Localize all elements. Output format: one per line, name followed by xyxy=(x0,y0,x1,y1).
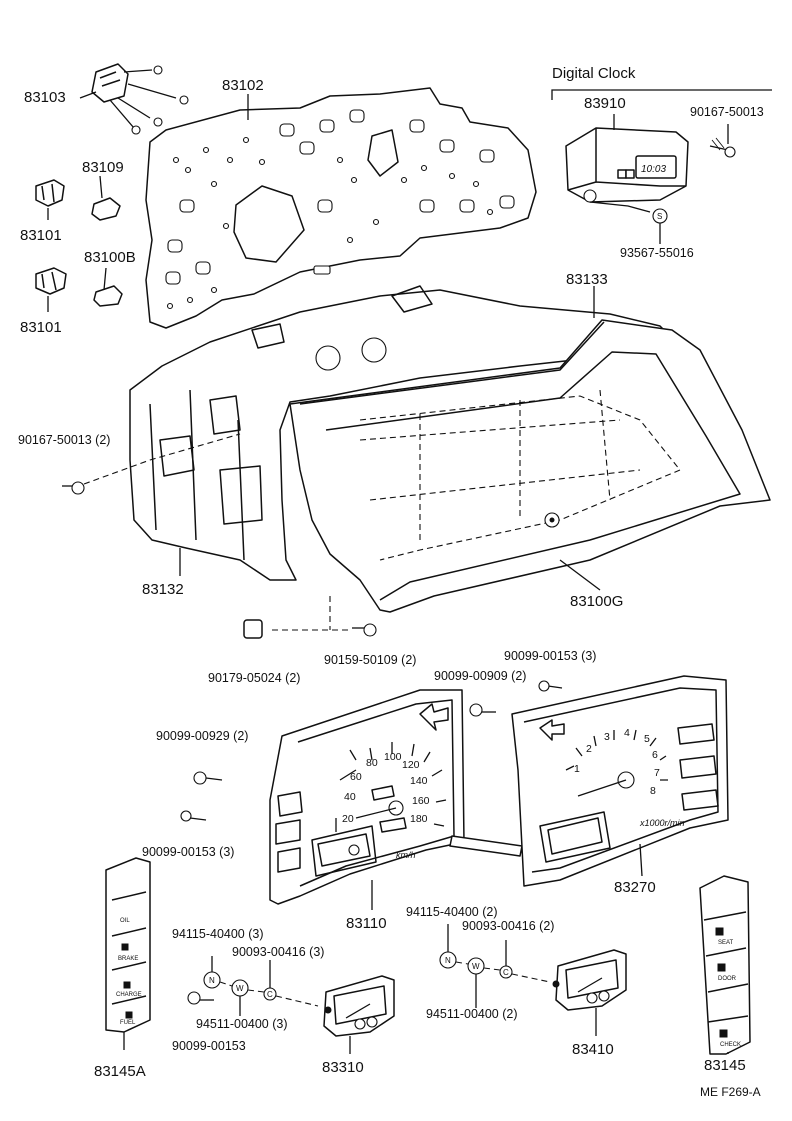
inline-marks: 10:03 S N W C N W C xyxy=(209,164,666,999)
tacho-scale-2: 2 xyxy=(586,743,592,755)
fuel-gauge-drawing xyxy=(323,975,395,1037)
socket-bulb-drawings xyxy=(35,179,123,307)
label-83110: 83110 xyxy=(346,915,387,932)
washer-letter-c-left: C xyxy=(267,990,273,999)
speedo-scale-60: 60 xyxy=(350,771,362,783)
left-screw-drawing xyxy=(62,433,241,495)
digital-clock-heading: Digital Clock xyxy=(552,65,636,82)
speedo-unit: km/h xyxy=(396,850,416,860)
label-83310: 83310 xyxy=(322,1059,364,1076)
tachometer-drawing xyxy=(511,675,729,887)
speedo-scale-140: 140 xyxy=(410,775,428,787)
speedo-scale-180: 180 xyxy=(410,813,428,825)
printed-circuit-drawing xyxy=(145,87,537,329)
label-90159-50109: 90159-50109 (2) xyxy=(324,653,416,667)
left-warning-plate-drawing xyxy=(105,857,151,1033)
label-83145: 83145 xyxy=(704,1057,746,1074)
meter-case-drawing xyxy=(129,285,771,613)
label-83100B: 83100B xyxy=(84,249,136,266)
label-90099-00153-top: 90099-00153 (3) xyxy=(504,649,596,663)
label-90167-50013-left: 90167-50013 (2) xyxy=(18,433,110,447)
label-94511-00400-right: 94511-00400 (2) xyxy=(426,1007,518,1021)
washer-letter-w-left: W xyxy=(236,984,244,993)
speedo-scale-160: 160 xyxy=(412,795,430,807)
right-warning-plate-drawing xyxy=(699,875,751,1055)
warning-left-charge: CHARGE xyxy=(116,992,142,998)
left-washer-set xyxy=(203,956,319,1016)
warning-left-fuel: FUEL xyxy=(120,1020,136,1026)
label-90099-00929: 90099-00929 (2) xyxy=(156,729,248,743)
label-90099-00153-mid: 90099-00153 (3) xyxy=(142,845,234,859)
washer-letter-n-right: N xyxy=(445,956,451,965)
washer-letter-w-right: W xyxy=(472,962,480,971)
label-90099-00153-bottom: 90099-00153 xyxy=(172,1039,246,1053)
label-83133: 83133 xyxy=(566,271,608,288)
speedometer-drawing xyxy=(269,689,523,905)
tacho-scale-1: 1 xyxy=(574,763,580,775)
label-83102: 83102 xyxy=(222,77,264,94)
label-83101-top: 83101 xyxy=(20,227,62,244)
speedo-scale-40: 40 xyxy=(344,791,356,803)
speedo-scale-120: 120 xyxy=(402,759,420,771)
speedo-scale-100: 100 xyxy=(384,751,402,763)
temp-gauge-drawing xyxy=(552,949,627,1011)
tacho-scale-4: 4 xyxy=(624,727,630,739)
label-83910: 83910 xyxy=(584,95,626,112)
warning-left-brake: BRAKE xyxy=(118,956,138,962)
label-90093-00416-left: 90093-00416 (3) xyxy=(232,945,324,959)
label-83103: 83103 xyxy=(24,89,66,106)
label-83270: 83270 xyxy=(614,879,656,896)
digital-clock-drawing xyxy=(551,89,772,244)
speedo-scale-80: 80 xyxy=(366,757,378,769)
clock-display-text: 10:03 xyxy=(641,164,666,175)
label-90099-00909: 90099-00909 (2) xyxy=(434,669,526,683)
tacho-scale-6: 6 xyxy=(652,749,658,761)
socket-harness-drawing xyxy=(91,63,189,135)
part-labels: 83103 83102 83109 83101 83100B 83101 Dig… xyxy=(18,65,764,1099)
warning-plate-labels: OIL BRAKE CHARGE FUEL SEAT DOOR CHECK xyxy=(116,918,741,1048)
label-93567-55016: 93567-55016 xyxy=(620,246,694,260)
warning-right-door: DOOR xyxy=(718,976,737,982)
label-83109: 83109 xyxy=(82,159,124,176)
right-washer-set xyxy=(439,924,551,1008)
warning-right-seat: SEAT xyxy=(718,940,734,946)
label-83101-bottom: 83101 xyxy=(20,319,62,336)
label-94115-40400-left: 94115-40400 (3) xyxy=(172,927,264,941)
speedometer-scale: 20 40 60 80 100 120 140 160 180 km/h xyxy=(342,751,430,860)
label-83410: 83410 xyxy=(572,1041,614,1058)
label-90093-00416-right: 90093-00416 (2) xyxy=(462,919,554,933)
label-90179-05024: 90179-05024 (2) xyxy=(208,671,300,685)
clip-and-screw-drawing xyxy=(243,596,377,639)
washer-letter-s: S xyxy=(657,212,662,221)
tacho-scale-3: 3 xyxy=(604,731,610,743)
tacho-scale-8: 8 xyxy=(650,785,656,797)
mid-screws-drawing xyxy=(180,680,563,1005)
washer-letter-n-left: N xyxy=(209,976,215,985)
label-83145A: 83145A xyxy=(94,1063,146,1080)
tachometer-scale: 1 2 3 4 5 6 7 8 x1000r/min xyxy=(574,727,685,828)
speedo-scale-20: 20 xyxy=(342,813,354,825)
label-83132: 83132 xyxy=(142,581,184,598)
tacho-scale-5: 5 xyxy=(644,733,650,745)
tacho-unit: x1000r/min xyxy=(639,818,685,828)
diagram-code: ME F269-A xyxy=(700,1085,761,1099)
label-94115-40400-right: 94115-40400 (2) xyxy=(406,905,498,919)
leader-lines xyxy=(47,91,729,1054)
label-83100G: 83100G xyxy=(570,593,623,610)
label-90167-50013-top: 90167-50013 xyxy=(690,105,764,119)
warning-left-oil: OIL xyxy=(120,918,130,924)
tacho-scale-7: 7 xyxy=(654,767,660,779)
washer-letter-c-right: C xyxy=(503,968,509,977)
label-94511-00400-left: 94511-00400 (3) xyxy=(196,1017,288,1031)
warning-right-check: CHECK xyxy=(720,1042,741,1048)
